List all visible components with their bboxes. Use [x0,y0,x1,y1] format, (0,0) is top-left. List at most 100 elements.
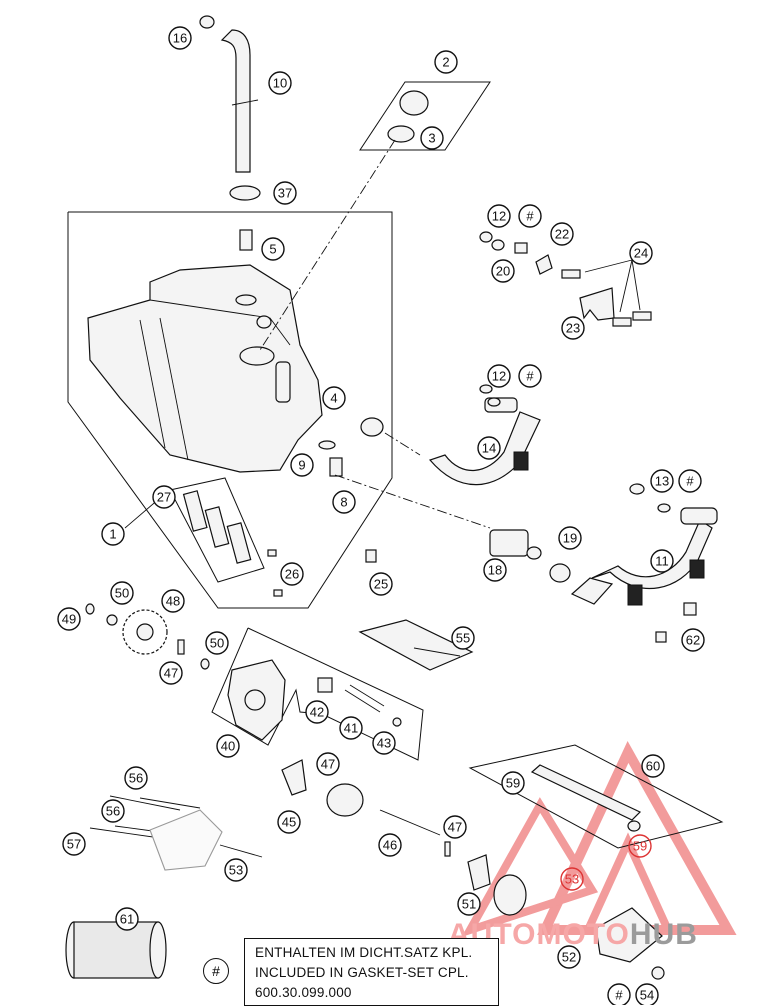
callout-label: 37 [278,186,292,201]
callout-circle [152,485,176,509]
bracket-knob [535,254,553,275]
callout-c1: 1 [101,522,125,546]
callout-c25: 25 [369,572,393,596]
pump-housing-52 [595,907,663,963]
callout-circle [518,204,542,228]
callout-label: 12 [492,369,506,384]
callout-label: 47 [448,820,462,835]
callout-circle [557,945,581,969]
callout-c47b: 47 [316,752,340,776]
callout-label: 47 [321,757,335,772]
oil-filter-element [182,490,208,532]
callout-circle [332,490,356,514]
callout-c12b: 12 [487,364,511,388]
callout-c56a: 56 [124,766,148,790]
pump-rotor [326,783,364,817]
callout-circle [560,867,584,891]
callout-c56b: 56 [101,799,125,823]
callout-label: 50 [210,636,224,651]
callout-circle [159,661,183,685]
callout-circle [268,71,292,95]
callout-circle [434,50,458,74]
callout-label: 61 [120,912,134,927]
callout-label: 3 [428,131,435,146]
callout-c23: 23 [561,316,585,340]
callout-circle [101,799,125,823]
hose-clamp [229,185,261,201]
callout-label: 52 [562,950,576,965]
callout-c12a: 12 [487,204,511,228]
note-line-3: 600.30.099.000 [255,985,352,1000]
callout-circle [280,562,304,586]
note-symbol-badge: # [203,958,229,984]
callout-c40: 40 [216,734,240,758]
callout-circle [607,983,631,1005]
tank-filler-neck [239,346,275,366]
callout-circle [101,522,125,546]
callout-label: 59 [506,776,520,791]
oil-pump-frame [211,627,424,761]
callout-circle [629,241,653,265]
callout-c26: 26 [280,562,304,586]
callout-c50b: 50 [205,631,229,655]
callout-label: 42 [310,705,324,720]
callout-c14: 14 [477,436,501,460]
callout-label: # [686,474,694,489]
callout-label: 45 [282,815,296,830]
callout-circle [420,126,444,150]
callout-label: # [526,209,534,224]
watermark-part2: MOTO [536,918,630,951]
callout-circle [115,907,139,931]
breather-hose [220,29,251,173]
callout-label: 47 [164,666,178,681]
callout-circle [110,581,134,605]
callout-circle [558,526,582,550]
callout-label: 43 [377,736,391,751]
callout-c54: 54 [635,983,659,1005]
callout-circle [491,259,515,283]
callout-c24: 24 [629,241,653,265]
gasket-set-note: ENTHALTEN IM DICHT.SATZ KPL. INCLUDED IN… [244,938,499,1006]
callout-label: 12 [492,209,506,224]
callout-c19: 19 [558,526,582,550]
filler-cap-frame [359,81,491,151]
callout-c59b: 59 [628,834,652,858]
callout-circle [635,983,659,1005]
oil-pipe-60 [530,764,642,821]
callout-circle [224,858,248,882]
pump-rotor-51 [493,874,527,916]
callout-label: 22 [555,227,569,242]
callout-c49: 49 [57,607,81,631]
callout-label: 10 [273,76,287,91]
filler-cap-oring [387,125,415,143]
callout-label: 53 [565,872,579,887]
pump-cover [149,809,223,871]
callout-label: 13 [655,474,669,489]
callout-c5: 5 [261,237,285,261]
callout-c13: 13 [650,469,674,493]
callout-label: 1 [109,527,116,542]
callout-c3: 3 [420,126,444,150]
callout-circle [487,204,511,228]
callout-label: 16 [173,31,187,46]
callout-circle [322,386,346,410]
callout-c12bh: # [518,364,542,388]
callout-label: 50 [115,586,129,601]
callout-label: 11 [655,554,669,569]
watermark-text: AUTOMOTOHUB [448,918,698,952]
callout-circle [369,572,393,596]
callout-circle [62,832,86,856]
callout-label: 60 [646,759,660,774]
callout-label: 8 [340,495,347,510]
union-fitting [360,417,384,437]
callout-c52: 52 [557,945,581,969]
callout-c12h: # [518,204,542,228]
callout-circle [290,453,314,477]
callout-c51: 51 [457,892,481,916]
oil-hose-14 [428,411,541,486]
callout-circle [641,754,665,778]
callout-label: 25 [374,577,388,592]
callout-c48: 48 [161,589,185,613]
callout-label: 4 [330,391,337,406]
